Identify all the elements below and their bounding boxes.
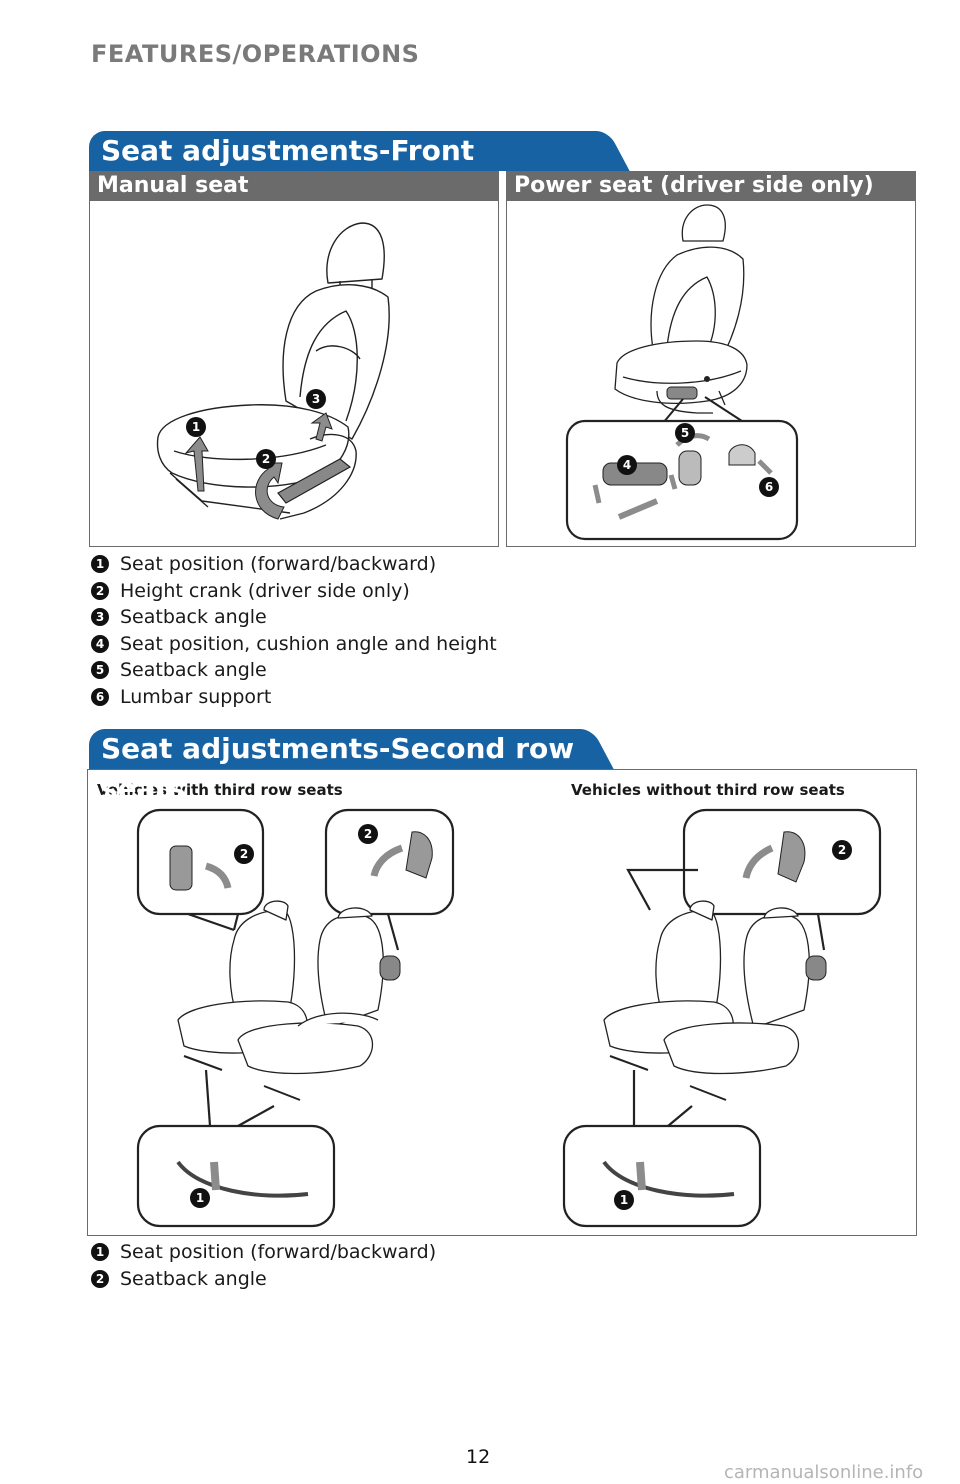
callout-5-power: 5 [675,423,695,443]
svg-text:5: 5 [681,426,689,440]
legend-item: 1 Seat position (forward/backward) [91,1239,436,1266]
callout-1-left: 1 [190,1188,210,1208]
legend-text: Seat position, cushion angle and height [120,632,497,655]
power-seat-header: Power seat (driver side only) [506,171,916,200]
legend-item: 2 Seatback angle [91,1266,436,1293]
svg-text:4: 4 [623,458,631,472]
without-third-row-label: Vehicles without third row seats [571,781,845,799]
front-section-tab: Seat adjustments-Front [89,131,603,171]
second-row-section-title: Seat adjustments-Second row seats [101,732,575,805]
legend-item: 4 Seat position, cushion angle and height [91,631,497,658]
legend-item: 6 Lumbar support [91,684,497,711]
svg-text:3: 3 [312,392,320,406]
legend-text: Lumbar support [120,685,272,708]
section-title: FEATURES/OPERATIONS [91,40,420,68]
svg-text:1: 1 [196,1191,204,1205]
manual-seat-panel: 1 2 3 [89,200,499,547]
legend-item: 3 Seatback angle [91,604,497,631]
with-third-row-label: Vehicles with third row seats [97,781,343,799]
legend-number-badge: 2 [91,1269,109,1288]
legend-number-badge: 3 [91,608,109,627]
legend-number-badge: 6 [91,687,109,706]
legend-number-badge: 2 [91,581,109,600]
legend-item: 5 Seatback angle [91,657,497,684]
manual-seat-header: Manual seat [89,171,499,200]
legend-text: Height crank (driver side only) [120,579,410,602]
front-legend: 1 Seat position (forward/backward) 2 Heigh… [91,551,497,710]
callout-2-right: 2 [832,840,852,860]
legend-text: Seat position (forward/backward) [120,1241,437,1263]
manual-seat-illustration: 1 2 3 [156,222,390,520]
svg-text:2: 2 [262,452,270,466]
second-row-section-tab: Seat adjustments-Second row seats [89,729,587,805]
legend-text: Seatback angle [120,1267,267,1290]
callout-2-left-b: 2 [358,824,378,844]
legend-number-badge: 1 [91,1243,109,1262]
callout-4-power: 4 [617,455,637,475]
svg-text:2: 2 [240,847,248,861]
svg-text:6: 6 [765,480,773,494]
callout-6-power: 6 [759,477,779,497]
second-row-panel: Vehicles with third row seats Vehicles w… [87,769,917,1236]
watermark-text: carmanualsonline.info [724,1462,924,1483]
legend-text: Seatback angle [120,606,267,628]
second-row-legend: 1 Seat position (forward/backward) 2 Seatb… [91,1239,436,1292]
legend-number-badge: 1 [91,555,109,574]
callout-1-manual: 1 [186,417,206,437]
legend-number-badge: 5 [91,661,109,680]
legend-text: Seatback angle [120,659,267,681]
legend-item: 1 Seat position (forward/backward) [91,551,497,578]
front-section-title: Seat adjustments-Front [101,134,475,167]
svg-text:2: 2 [364,827,372,841]
page-number: 12 [466,1446,491,1468]
svg-text:2: 2 [838,843,846,857]
callout-2-left-a: 2 [234,844,254,864]
callout-3-manual: 3 [306,389,326,409]
legend-number-badge: 4 [91,634,109,653]
svg-text:1: 1 [620,1193,628,1207]
callout-1-right: 1 [614,1190,634,1210]
legend-text: Seat position (forward/backward) [120,553,437,575]
power-seat-panel: 4 5 6 [506,200,916,547]
legend-item: 2 Height crank (driver side only) [91,578,497,605]
second-row-seats-illustration: 2 2 2 1 1 [136,808,882,1228]
power-seat-illustration: 4 5 6 [565,204,799,541]
svg-text:1: 1 [192,420,200,434]
callout-2-manual: 2 [256,449,276,469]
